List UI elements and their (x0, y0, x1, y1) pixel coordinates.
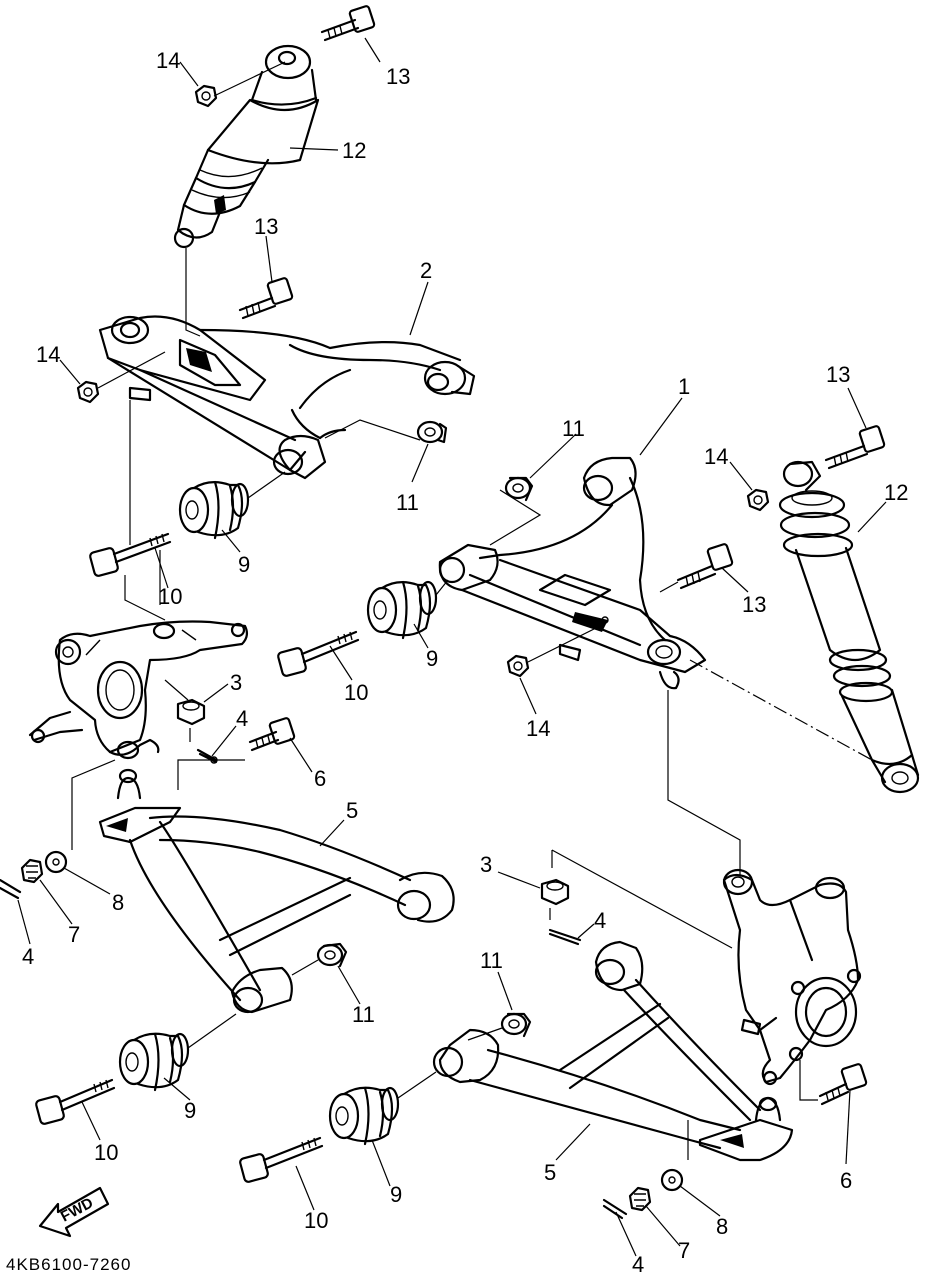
cotter-pin-4-right (548, 928, 582, 946)
callout-4: 4 (22, 944, 34, 969)
callout-7: 7 (68, 922, 80, 947)
callout-5: 5 (346, 798, 358, 823)
collar-11-upper (416, 420, 448, 444)
callout-11: 11 (562, 416, 585, 441)
bushing-9-upper-right (366, 580, 438, 640)
callout-8: 8 (112, 890, 124, 915)
callout-13: 13 (254, 214, 278, 239)
washer-8-left (44, 850, 68, 874)
callout-11: 11 (352, 1002, 375, 1027)
washer-8-right (660, 1168, 684, 1192)
callout-9: 9 (426, 646, 438, 671)
diagram-code: 4KB6100-7260 (6, 1255, 131, 1273)
callout-14: 14 (36, 342, 60, 367)
bushing-9-lower-right (328, 1086, 400, 1146)
nut-7-right (628, 1186, 652, 1212)
callout-14: 14 (156, 48, 180, 73)
bolt-13-upper-right-arm (676, 543, 734, 590)
callout-1: 1 (678, 374, 690, 399)
callout-2: 2 (420, 258, 432, 283)
callout-12: 12 (884, 480, 908, 505)
nut-14-top (194, 84, 218, 108)
callout-6: 6 (314, 766, 326, 791)
callout-10: 10 (158, 584, 182, 609)
lower-arm-right (432, 940, 794, 1162)
bolt-10-lower-left (35, 1078, 116, 1125)
upper-arm-right (438, 456, 707, 690)
callout-9: 9 (184, 1098, 196, 1123)
callout-11: 11 (396, 490, 419, 515)
callout-9: 9 (238, 552, 250, 577)
callout-4: 4 (594, 908, 606, 933)
cotter-pin-4-lower-left (0, 878, 22, 900)
bolt-13-top (320, 5, 376, 42)
callout-10: 10 (344, 680, 368, 705)
callout-6: 6 (840, 1168, 852, 1193)
callout-14: 14 (526, 716, 550, 741)
callout-leaders (17, 37, 887, 1257)
bushing-9-lower-left (118, 1032, 190, 1092)
collar-11-upper-right (504, 476, 534, 502)
shock-absorber-left (173, 44, 320, 249)
callout-5: 5 (544, 1160, 556, 1185)
bolt-6-left (248, 717, 296, 752)
nut-14-upper-arm (76, 380, 100, 404)
cotter-pin-4-left (196, 748, 218, 764)
callout-13: 13 (826, 362, 850, 387)
bolt-6-right (818, 1063, 868, 1106)
steering-knuckle-left (28, 620, 249, 760)
lower-arm-left (98, 768, 455, 1014)
callout-10: 10 (304, 1208, 328, 1233)
bolt-13-right-shock (824, 425, 886, 470)
callout-4: 4 (632, 1252, 644, 1273)
callout-13: 13 (742, 592, 766, 617)
callout-labels: 13 14 12 13 2 14 11 9 10 1 11 13 14 12 1… (22, 48, 908, 1273)
collar-11-lower-right (500, 1012, 532, 1038)
nut-3-right (540, 878, 570, 906)
bolt-13-upper-arm (238, 277, 294, 320)
bolt-10-upper-right (277, 630, 360, 677)
callout-14: 14 (704, 444, 728, 469)
shock-absorber-right (778, 460, 920, 794)
callout-3: 3 (480, 852, 492, 877)
callout-8: 8 (716, 1214, 728, 1239)
nut-14-right-shock (746, 488, 770, 512)
callout-9: 9 (390, 1182, 402, 1207)
nut-3-left (176, 698, 206, 726)
callout-10: 10 (94, 1140, 118, 1165)
callout-3: 3 (230, 670, 242, 695)
forward-direction-arrow: FWD (38, 1186, 110, 1238)
collar-11-lower-left (316, 942, 348, 968)
steering-knuckle-right (722, 868, 862, 1086)
bushing-9-upper-left (178, 480, 250, 540)
cotter-pin-4-lower-right (602, 1198, 628, 1220)
callout-7: 7 (678, 1238, 690, 1263)
callout-13: 13 (386, 64, 410, 89)
callout-11: 11 (480, 948, 503, 973)
callout-4: 4 (236, 706, 248, 731)
callout-12: 12 (342, 138, 366, 163)
upper-arm-left (98, 315, 476, 480)
nut-14-upper-right-arm (506, 654, 530, 678)
bolt-10-lower-right (239, 1136, 324, 1183)
nut-7-left (20, 858, 44, 884)
bolt-10-upper-left (89, 532, 172, 577)
